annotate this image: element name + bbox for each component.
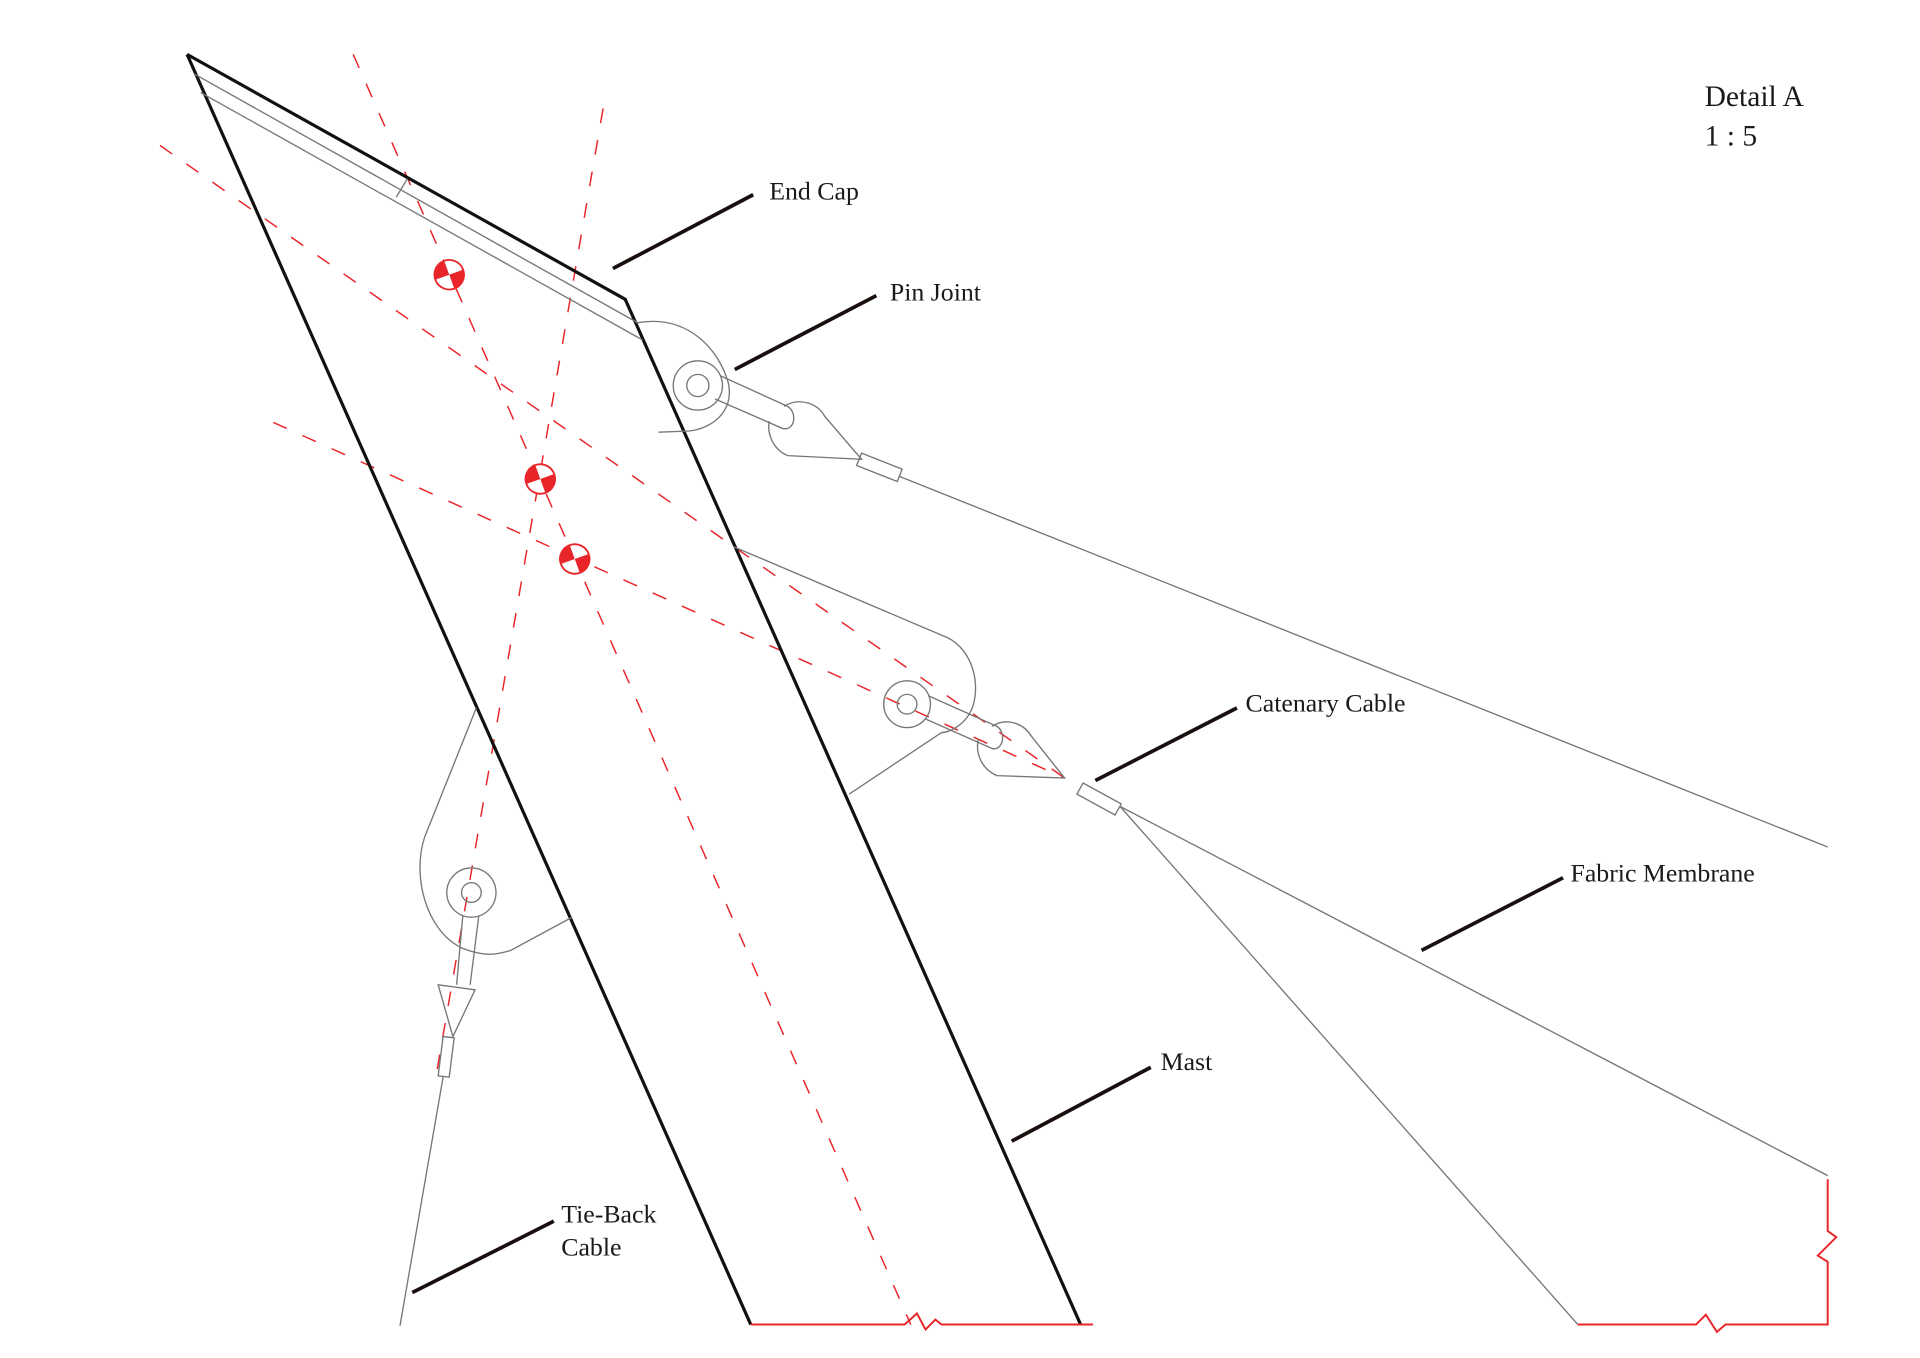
tie-back-joint bbox=[399, 707, 573, 1326]
thimble bbox=[976, 721, 1067, 779]
break-lines bbox=[750, 1179, 1838, 1334]
label-pin-joint: Pin Joint bbox=[890, 278, 982, 307]
lower-cable-centerline bbox=[272, 421, 1065, 779]
cable-sleeve bbox=[855, 452, 904, 483]
catenary-pin-joint bbox=[733, 546, 1829, 1325]
label-catenary-cable: Catenary Cable bbox=[1246, 689, 1406, 718]
clevis-link bbox=[925, 694, 1004, 750]
catenary-plate bbox=[733, 546, 977, 795]
clevis-link bbox=[714, 374, 795, 430]
leader-tie-back bbox=[411, 1219, 555, 1295]
pin-icon bbox=[460, 882, 482, 904]
mast-centerline bbox=[352, 54, 912, 1325]
detail-title: Detail A bbox=[1705, 81, 1805, 113]
tie-back-cable bbox=[399, 1077, 444, 1326]
labels: End Cap Pin Joint Catenary Cable Fabric … bbox=[561, 81, 1804, 1262]
end-cap-line bbox=[200, 91, 643, 341]
clevis-link bbox=[455, 915, 480, 985]
thimble bbox=[768, 401, 864, 461]
mast bbox=[185, 52, 1083, 1326]
label-fabric-membrane: Fabric Membrane bbox=[1570, 858, 1754, 887]
label-mast: Mast bbox=[1161, 1047, 1213, 1076]
upper-cable bbox=[899, 475, 1828, 848]
centroid-marker-icon bbox=[559, 543, 591, 575]
leaders bbox=[411, 193, 1564, 1295]
centroid-marker-icon bbox=[433, 259, 465, 291]
cable-sleeve bbox=[1076, 782, 1123, 816]
leader-catenary-cable bbox=[1094, 706, 1238, 783]
centroid-marker-icon bbox=[524, 463, 557, 495]
end-cap-tick bbox=[395, 178, 408, 198]
mast-break-line bbox=[750, 1311, 1093, 1332]
tie-back-plate bbox=[419, 707, 573, 955]
catenary-cable bbox=[1119, 805, 1829, 1177]
end-cap-line bbox=[194, 73, 638, 324]
upper-pin-plate bbox=[637, 320, 730, 433]
fabric-membrane-edge bbox=[1119, 805, 1579, 1325]
label-tie-back-cable: Cable bbox=[561, 1233, 621, 1262]
tie-back-anchor bbox=[437, 984, 477, 1039]
detail-scale: 1 : 5 bbox=[1705, 120, 1757, 152]
label-end-cap: End Cap bbox=[769, 177, 859, 206]
upper-cable-centerline bbox=[159, 144, 1069, 782]
pin-eye bbox=[672, 360, 724, 411]
leader-pin-joint bbox=[733, 293, 878, 372]
mast-right-edge bbox=[186, 52, 1083, 1326]
pin-eye bbox=[446, 867, 497, 918]
pin-eye bbox=[883, 680, 932, 729]
mast-left-edge bbox=[185, 53, 753, 1326]
centroid-markers bbox=[433, 259, 591, 575]
pin-icon bbox=[896, 693, 918, 715]
upper-pin-joint bbox=[637, 320, 1828, 848]
centerlines bbox=[159, 54, 1069, 1325]
leader-mast bbox=[1010, 1065, 1152, 1143]
label-tie-back: Tie-Back bbox=[561, 1199, 656, 1228]
leader-fabric-membrane bbox=[1420, 876, 1564, 953]
cable-sleeve bbox=[437, 1035, 455, 1078]
leader-end-cap bbox=[612, 193, 755, 271]
tieback-centerline bbox=[436, 108, 604, 1072]
membrane-break-line bbox=[1577, 1179, 1838, 1334]
pin-icon bbox=[686, 373, 710, 398]
